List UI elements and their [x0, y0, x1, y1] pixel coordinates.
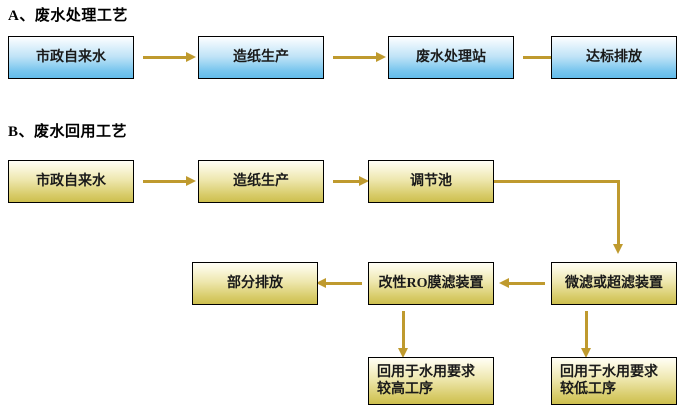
arrow-a2-to-a3	[333, 52, 386, 62]
node-reuse-low-requirement-process[interactable]: 回用于水用要求 较低工序	[551, 357, 677, 405]
section-b-heading: B、废水回用工艺	[8, 124, 128, 140]
node-reuse-high-requirement-process[interactable]: 回用于水用要求 较高工序	[368, 357, 494, 405]
node-microfiltration-or-ultrafiltration[interactable]: 微滤或超滤装置	[551, 262, 677, 305]
node-wastewater-treatment-station[interactable]: 废水处理站	[388, 36, 514, 79]
node-municipal-tap-water-b[interactable]: 市政自来水	[8, 160, 134, 203]
node-paper-production-a[interactable]: 造纸生产	[198, 36, 324, 79]
node-partial-discharge[interactable]: 部分排放	[192, 262, 318, 305]
node-paper-production-b[interactable]: 造纸生产	[198, 160, 324, 203]
node-regulating-tank[interactable]: 调节池	[368, 160, 494, 203]
section-a-heading: A、废水处理工艺	[8, 8, 128, 24]
arrow-b4-to-b5	[499, 278, 545, 288]
arrow-b5-to-b6	[316, 278, 362, 288]
arrow-b5-to-b7	[398, 311, 408, 358]
arrow-b4-to-b8	[581, 311, 591, 358]
node-municipal-tap-water-a[interactable]: 市政自来水	[8, 36, 134, 79]
arrow-a1-to-a2	[143, 52, 196, 62]
elbow-vertical-b3-to-b4	[613, 180, 623, 254]
arrow-b1-to-b2	[143, 176, 196, 186]
node-modified-ro-membrane-filter[interactable]: 改性RO膜滤装置	[368, 262, 494, 305]
elbow-horizontal-b3-to-b4	[494, 180, 620, 183]
node-compliant-discharge[interactable]: 达标排放	[551, 36, 677, 79]
arrow-b2-to-b3	[333, 176, 369, 186]
